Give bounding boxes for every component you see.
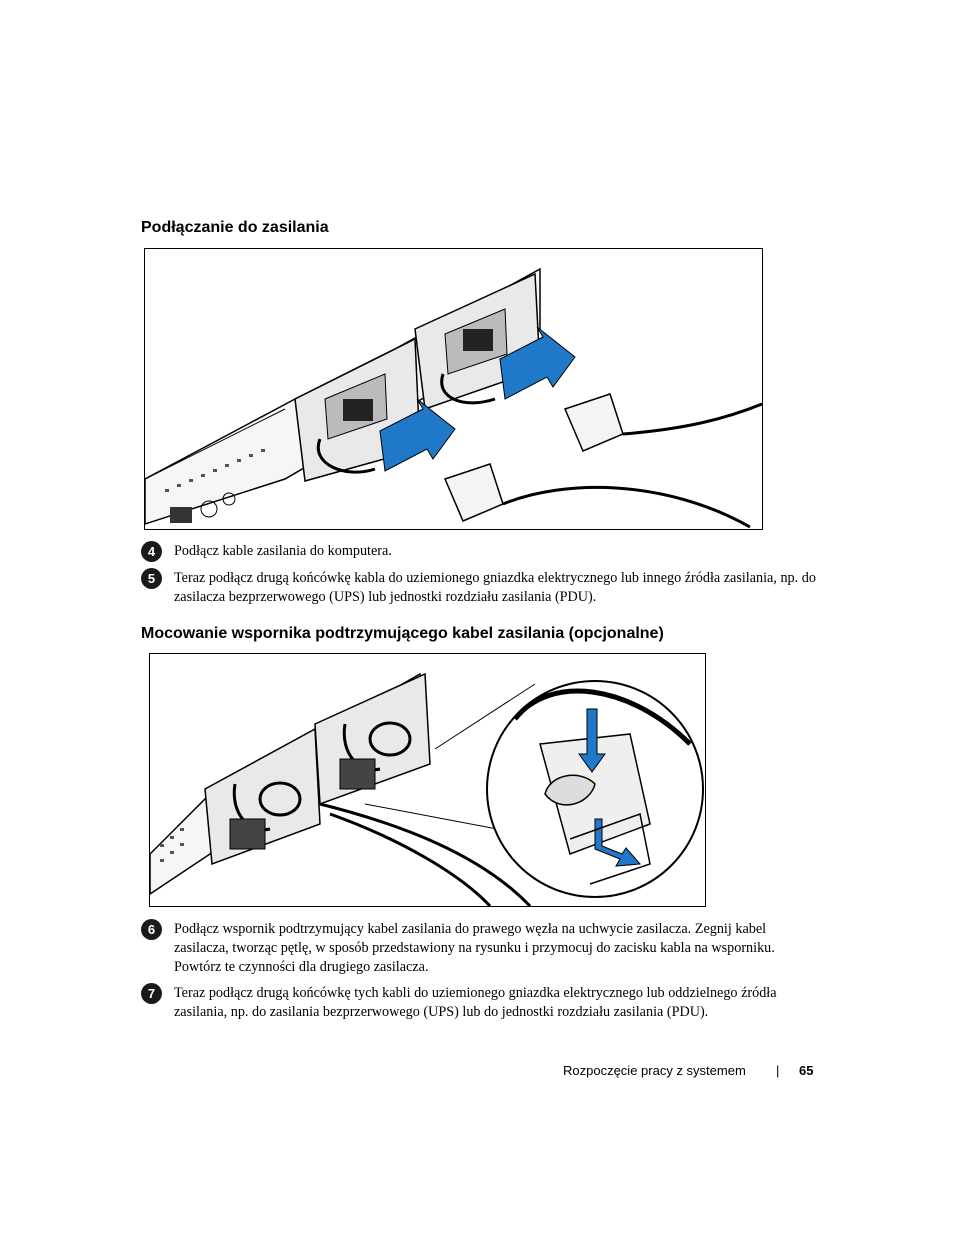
step-number-badge: 7	[141, 983, 162, 1004]
step-number-badge: 5	[141, 568, 162, 589]
step-number-badge: 6	[141, 919, 162, 940]
cable-bracket-illustration	[149, 653, 706, 907]
section-title-power: Podłączanie do zasilania	[141, 219, 329, 236]
step-text: Teraz podłącz drugą końcówkę kabla do uz…	[174, 570, 816, 605]
step-text: Teraz podłącz drugą końcówkę tych kabli …	[174, 985, 777, 1020]
footer-chapter-title: Rozpoczęcie pracy z systemem	[563, 1063, 746, 1078]
step-text: Podłącz kable zasilania do komputera.	[174, 543, 392, 559]
power-connection-illustration	[144, 248, 763, 530]
step-6: 6 Podłącz wspornik podtrzymujący kabel z…	[141, 919, 821, 979]
step-7: 7 Teraz podłącz drugą końcówkę tych kabl…	[141, 983, 821, 1025]
step-number-badge: 4	[141, 541, 162, 562]
step-text: Podłącz wspornik podtrzymujący kabel zas…	[174, 921, 775, 975]
section-title-bracket: Mocowanie wspornika podtrzymującego kabe…	[141, 625, 664, 642]
page-number: 65	[799, 1063, 814, 1078]
footer-separator: |	[776, 1063, 780, 1078]
step-5: 5 Teraz podłącz drugą końcówkę kabla do …	[141, 568, 821, 610]
step-4: 4 Podłącz kable zasilania do komputera.	[141, 541, 821, 563]
